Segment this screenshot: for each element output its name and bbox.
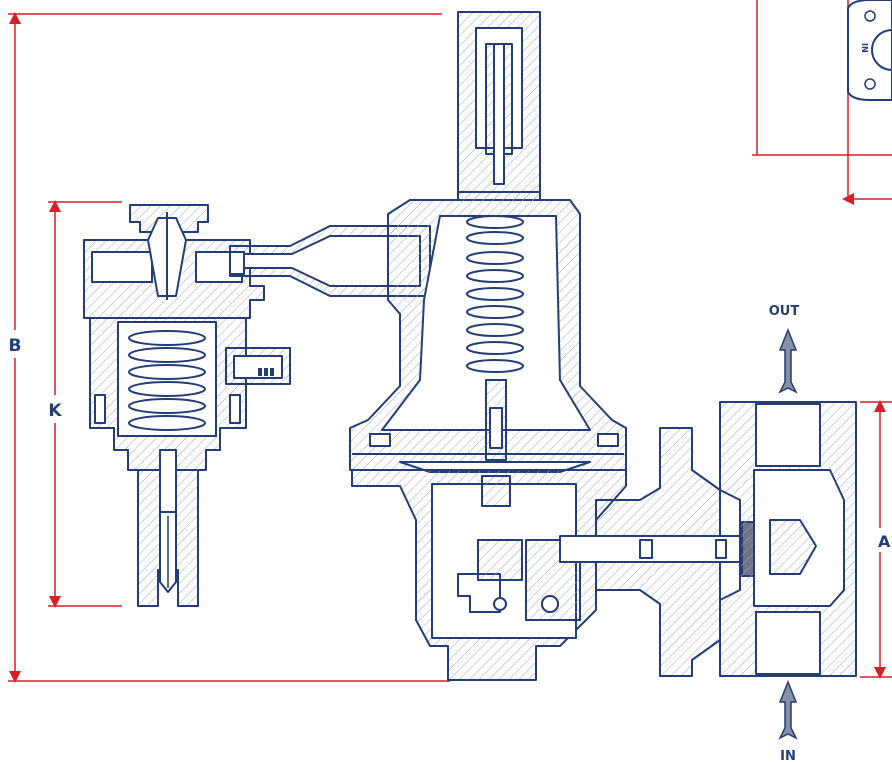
inlet-arrow — [778, 679, 798, 740]
top-view-inset: IN — [752, 0, 892, 205]
pilot-assembly — [83, 204, 291, 607]
main-regulator-body — [349, 11, 627, 681]
outlet-label: OUT — [769, 304, 800, 319]
outlet-arrow — [778, 327, 798, 394]
valve-assembly — [559, 427, 755, 677]
inset-in-label: IN — [860, 43, 869, 53]
dimension-label-a: A — [878, 532, 891, 551]
inlet-label: IN — [780, 749, 796, 762]
dimension-label-k: K — [48, 401, 62, 421]
flow-body — [719, 401, 857, 677]
dimension-label-b: B — [9, 336, 22, 356]
sense-tube — [229, 225, 431, 297]
